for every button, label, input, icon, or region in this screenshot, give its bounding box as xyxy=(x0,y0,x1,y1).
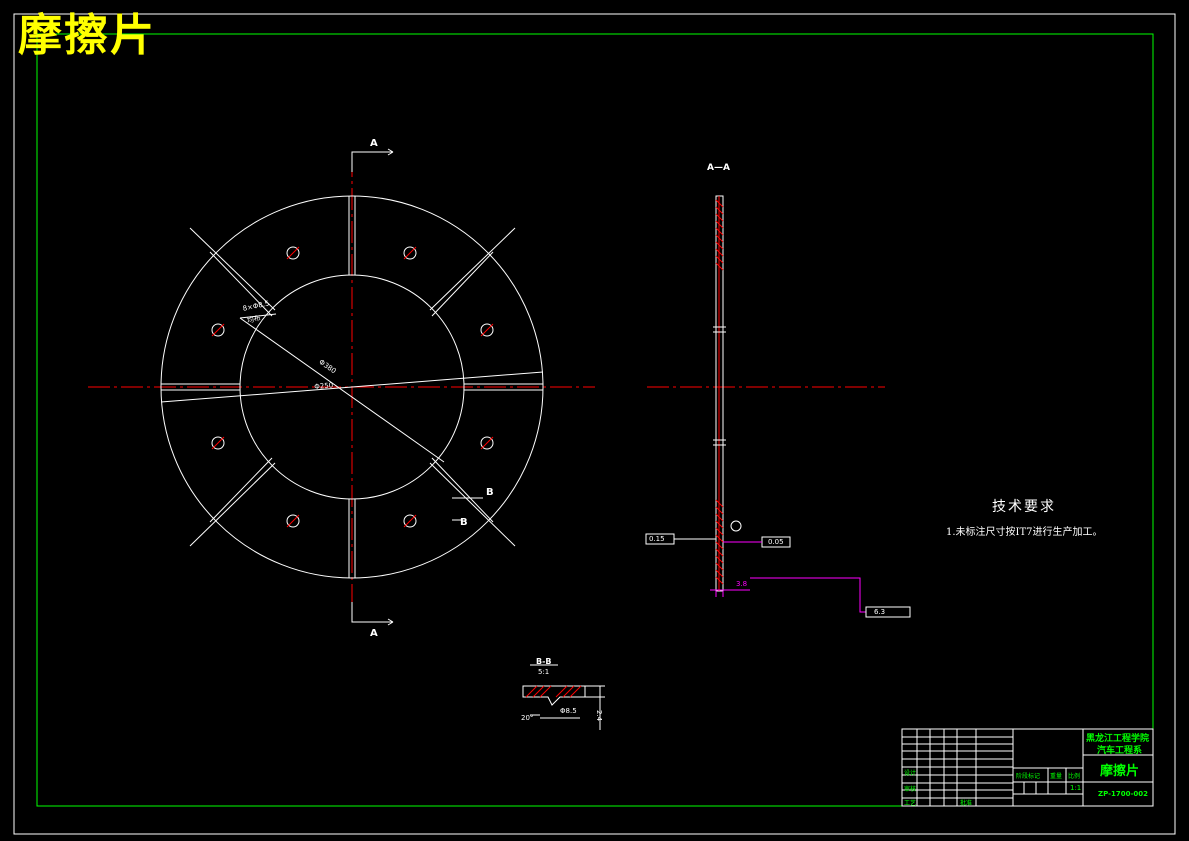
stage-mark-label: 阶段标记 xyxy=(1016,773,1041,780)
outer-circle xyxy=(160,195,544,579)
process-label: 工艺 xyxy=(904,800,917,807)
dimension-leaders xyxy=(160,313,544,463)
parallelism-value: 0.05 xyxy=(768,538,784,546)
detail-mark: B xyxy=(460,517,468,528)
dia-inner-label: Φ250 xyxy=(314,381,334,391)
department-name: 汽车工程系 xyxy=(1097,746,1143,756)
slot-ticks xyxy=(713,326,726,446)
flatness-value: 0.15 xyxy=(649,535,665,543)
flatness-callout xyxy=(645,533,716,545)
roughness-box xyxy=(865,606,911,618)
tech-requirements-title: 技术要求 xyxy=(992,499,1056,515)
detail-view-title: B-B xyxy=(536,657,552,666)
detail-view xyxy=(522,664,605,730)
parallelism-callout xyxy=(723,536,791,548)
hatching-bottom xyxy=(715,499,724,585)
section-view-title: A—A xyxy=(707,163,730,173)
radial-grooves xyxy=(161,196,543,578)
design-label: 设计 xyxy=(904,770,917,777)
hatching-top xyxy=(715,199,724,271)
tech-requirement-item: 1.未标注尺寸按IT7进行生产加工。 xyxy=(946,527,1103,538)
outer-border xyxy=(13,13,1176,835)
school-name: 黑龙江工程学院 xyxy=(1086,734,1150,744)
detail-view-scale: 5:1 xyxy=(538,668,550,676)
part-name: 摩擦片 xyxy=(1100,764,1140,779)
section-mark-bottom: A xyxy=(370,628,378,639)
thickness-dimension xyxy=(710,577,866,613)
drawing-number: ZP-1700-002 xyxy=(1098,790,1148,798)
detail-profile xyxy=(522,685,586,706)
bolt-hole-marks xyxy=(211,246,494,528)
check-label: 审核 xyxy=(904,786,917,793)
front-view xyxy=(88,148,595,626)
detail-label: B xyxy=(486,487,494,498)
weight-label: 重量 xyxy=(1050,773,1063,780)
section-view xyxy=(645,195,911,618)
detail-dim-angle: 20° xyxy=(521,714,534,722)
inner-circle xyxy=(239,274,465,500)
title-block-grid xyxy=(901,728,1154,807)
datum-symbol xyxy=(730,520,742,532)
detail-dims xyxy=(530,685,605,730)
roughness-value: 6.3 xyxy=(874,608,886,616)
inner-frame xyxy=(36,33,1154,807)
section-mark-top: A xyxy=(370,138,378,149)
approve-label: 批准 xyxy=(960,800,973,807)
drawing-title: 摩擦片 xyxy=(18,10,156,61)
detail-hatch xyxy=(525,685,582,698)
thickness-value: 3.8 xyxy=(736,580,748,588)
bolt-holes xyxy=(211,246,494,528)
detail-dim-depth: 2.4 xyxy=(595,710,603,722)
detail-dim-hole: Φ8.5 xyxy=(560,707,577,715)
section-cut-marks xyxy=(351,148,394,626)
detail-b-leader xyxy=(452,497,483,521)
scale-value: 1:1 xyxy=(1070,784,1082,792)
scale-label: 比例 xyxy=(1068,773,1081,780)
